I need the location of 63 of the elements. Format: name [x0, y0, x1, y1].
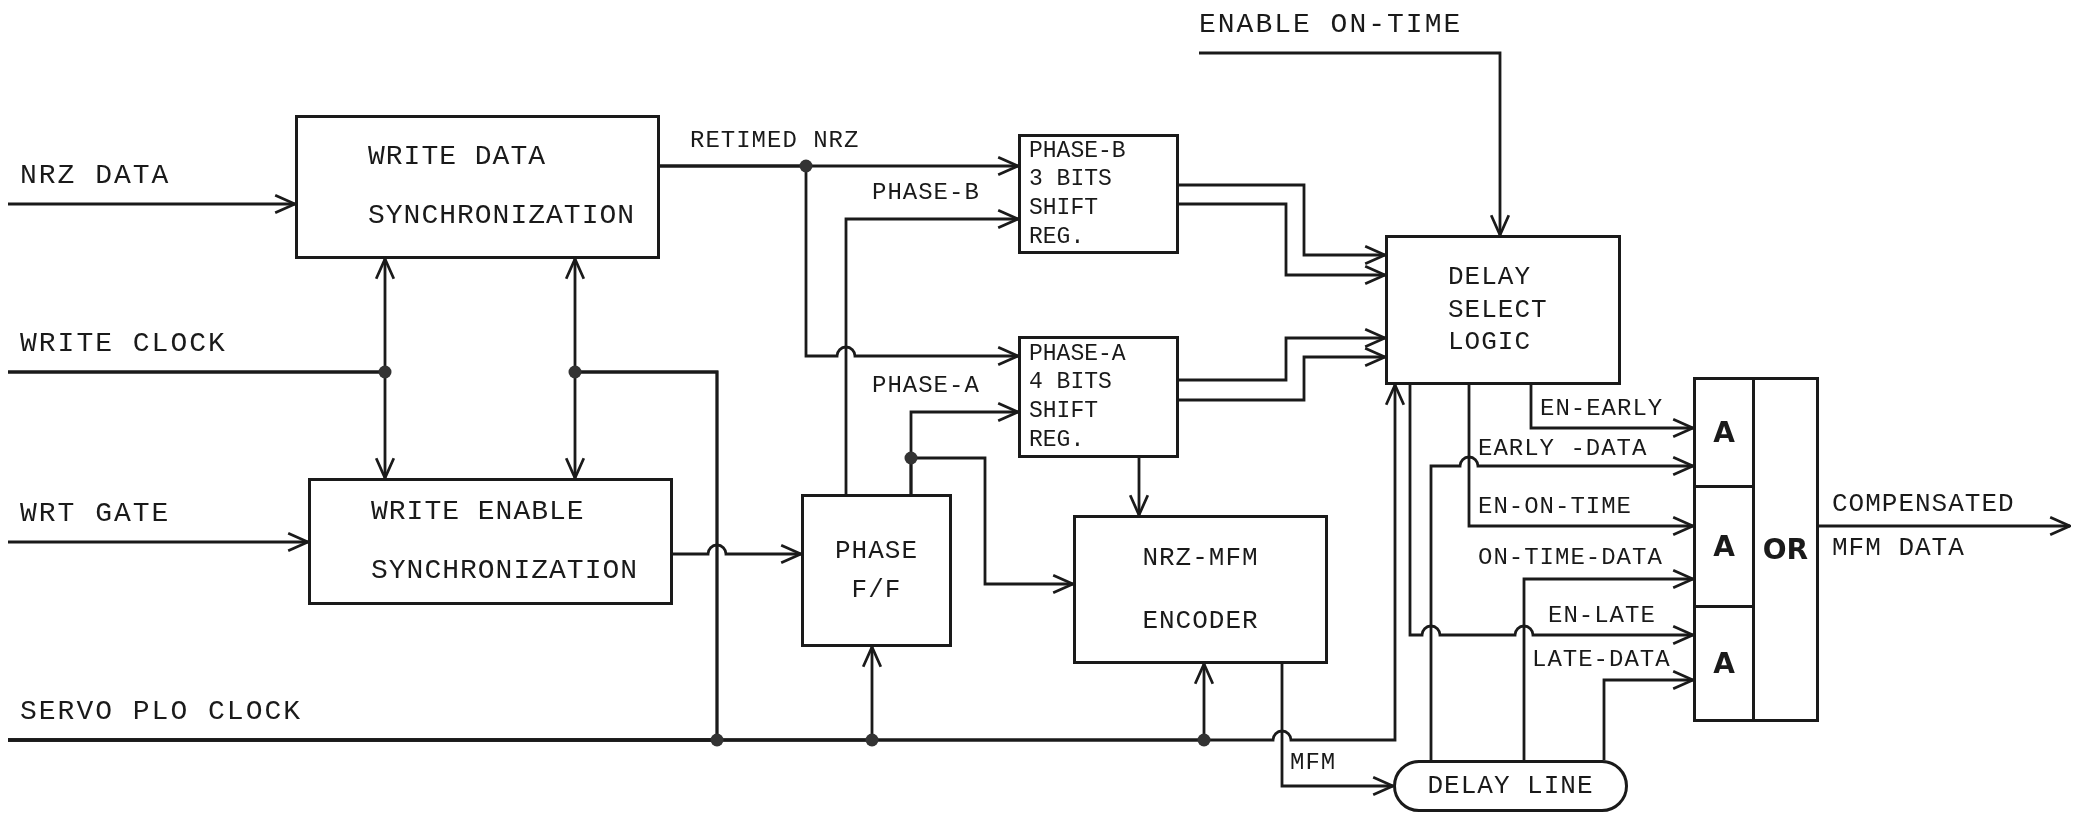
block-label: DELAY SELECT LOGIC [1448, 261, 1549, 359]
block-label: PHASE-B [1029, 136, 1126, 166]
arrow [8, 531, 310, 553]
block-label: DELAY LINE [1427, 773, 1594, 799]
arrow [1819, 515, 2072, 537]
arrow [8, 383, 1406, 742]
edge-label: EN-ON-TIME [1478, 494, 1633, 521]
signal-label: WRT GATE [8, 494, 171, 542]
arrow [673, 543, 803, 565]
arrow [909, 456, 1075, 595]
gate-label: A [1713, 647, 1735, 680]
edge-label: RETIMED NRZ [690, 128, 860, 155]
process-box [1018, 134, 1179, 254]
arrow [660, 164, 1020, 367]
arrow [1179, 202, 1387, 286]
block-label: PHASE-A [1029, 339, 1126, 369]
edge-label: MFM [1290, 750, 1337, 777]
arrow [1467, 385, 1695, 537]
process-box [1018, 336, 1179, 458]
edge-label: COMPENSATED MFM DATA [1832, 488, 2016, 565]
logic-gate-box [1752, 377, 1819, 722]
arrow [1529, 385, 1695, 439]
block-label: 4 BITS SHIFT REG. [1029, 368, 1113, 455]
block-label: WRITE ENABLE SYNCHRONIZATION [371, 494, 640, 588]
arrow [1179, 183, 1387, 266]
arrow [1179, 346, 1387, 402]
gate-label: OR [1762, 533, 1809, 566]
edge-label: LATE-DATA [1532, 647, 1671, 674]
arrow [844, 208, 1020, 494]
process-box [801, 494, 952, 647]
process-box [308, 478, 673, 605]
edge-label: PHASE-A [872, 373, 980, 400]
arrow [1199, 51, 1511, 237]
edge-label: EARLY -DATA [1478, 436, 1648, 463]
edge-label: ON-TIME-DATA [1478, 545, 1663, 572]
arrow [1128, 458, 1150, 517]
process-box [1385, 235, 1621, 385]
edge-label: EN-EARLY [1540, 396, 1664, 423]
arrow [1179, 327, 1387, 382]
signal-label: ENABLE ON-TIME [1199, 5, 1463, 53]
arrow [8, 370, 396, 480]
block-label: NRZ-MFM ENCODER [1141, 542, 1260, 638]
block-label: PHASE F/F [834, 534, 919, 607]
arrow [1522, 568, 1695, 760]
block-label: WRITE DATA SYNCHRONIZATION [368, 140, 637, 233]
arrow [8, 193, 297, 215]
signal-label: SERVO PLO CLOCK [8, 692, 303, 740]
edge-label: PHASE-B [872, 180, 980, 207]
signal-label: WRITE CLOCK [8, 324, 227, 372]
process-box [295, 115, 660, 259]
arrow [1429, 455, 1695, 760]
signal-label: NRZ DATA [8, 156, 171, 204]
logic-gate-box [1693, 377, 1755, 488]
logic-gate-box [1693, 605, 1755, 722]
gate-label: A [1713, 416, 1735, 449]
edge-label: EN-LATE [1548, 603, 1656, 630]
arrow [1602, 669, 1695, 760]
process-box [1073, 515, 1328, 664]
arrow [1280, 664, 1395, 797]
arrow [1408, 385, 1695, 646]
gate-label: A [1713, 530, 1735, 563]
delay-line-box [1393, 760, 1628, 812]
block-label: 3 BITS SHIFT REG. [1029, 165, 1113, 252]
